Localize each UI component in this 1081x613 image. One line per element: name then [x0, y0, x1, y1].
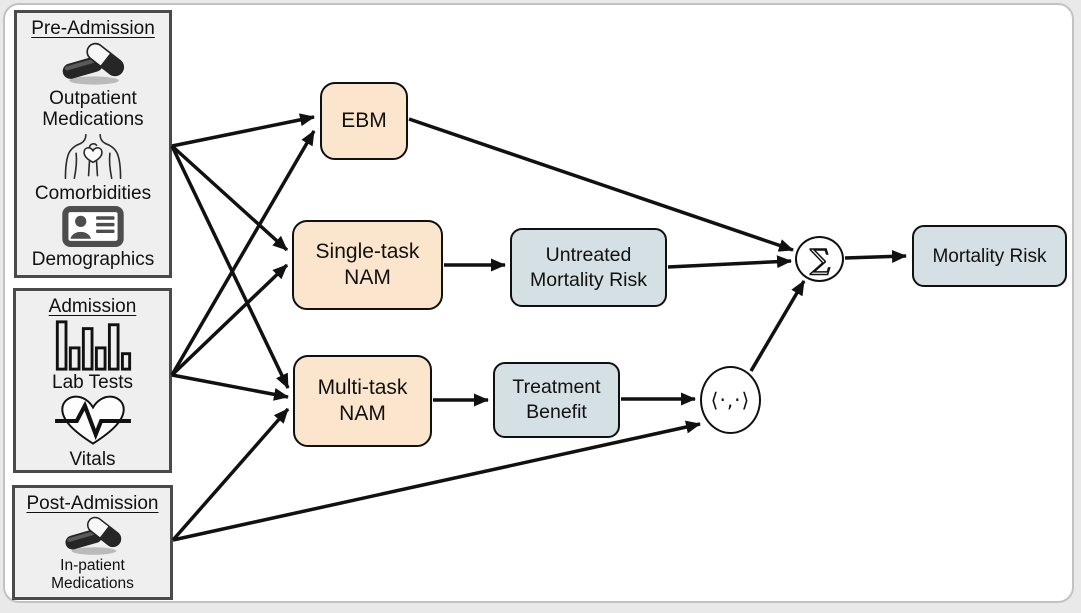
demographics-label: Demographics	[31, 248, 155, 270]
post-admission-panel: Post-Admission In-patient Medications	[12, 485, 173, 600]
multi-task-nam-box: Multi-task NAM	[293, 355, 432, 447]
mortality-risk-box: Mortality Risk	[912, 225, 1067, 287]
svg-text:∑: ∑	[810, 243, 830, 276]
comorbidities-label: Comorbidities	[34, 182, 152, 204]
untreated-label-line1: Untreated	[545, 243, 632, 266]
pills-icon	[60, 41, 126, 87]
outpatient-medications-label: Outpatient Medications	[42, 88, 144, 131]
untreated-label-line2: Mortality Risk	[529, 268, 647, 291]
single-task-label-line2: NAM	[344, 266, 391, 289]
inpatient-medications-label: In-patient Medications	[51, 557, 134, 592]
untreated-mortality-risk-box: Untreated Mortality Risk	[510, 228, 667, 307]
lab-tests-label: Lab Tests	[52, 372, 133, 393]
inner-product-label: ⟨·,·⟩	[710, 388, 751, 412]
single-task-nam-box: Single-task NAM	[292, 220, 443, 310]
torso-heart-icon	[61, 131, 125, 181]
id-card-icon	[61, 205, 125, 248]
bar-chart-icon	[53, 318, 133, 372]
mortality-risk-label: Mortality Risk	[932, 245, 1047, 267]
treatment-benefit-box: Treatment Benefit	[493, 362, 620, 438]
pre-admission-title: Pre-Admission	[31, 18, 155, 39]
heart-pulse-icon	[49, 393, 137, 449]
inner-product-operator: ⟨·,·⟩	[700, 366, 761, 434]
single-task-label-line1: Single-task	[315, 240, 420, 263]
vitals-label: Vitals	[69, 449, 116, 470]
admission-title: Admission	[48, 296, 137, 317]
benefit-label-line2: Benefit	[526, 401, 587, 423]
multi-task-label-line1: Multi-task	[317, 376, 408, 399]
sum-operator: ∑	[795, 236, 844, 282]
ebm-box: EBM	[320, 82, 408, 160]
post-admission-title: Post-Admission	[26, 493, 159, 514]
pre-admission-panel: Pre-Admission Outpatient Medications	[14, 10, 172, 278]
admission-panel: Admission Lab Tests Vitals	[13, 288, 172, 473]
multi-task-label-line2: NAM	[339, 402, 386, 425]
ebm-label: EBM	[341, 109, 387, 132]
sigma-icon: ∑	[809, 242, 831, 277]
benefit-label-line1: Treatment	[512, 376, 601, 398]
pills-icon	[63, 515, 123, 557]
